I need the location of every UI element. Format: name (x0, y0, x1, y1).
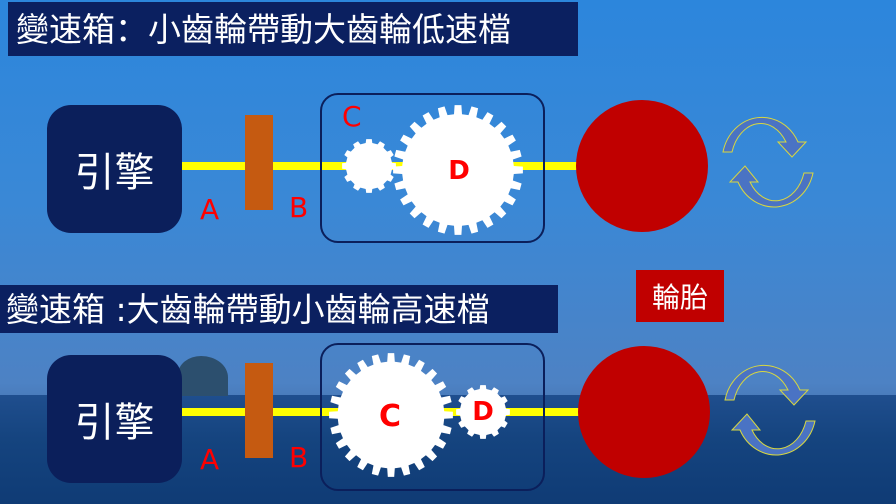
tire-label: 輪胎 (636, 270, 724, 322)
bottom-label-d: D (472, 397, 494, 427)
top-gear-c (342, 139, 396, 193)
rotation-arrow-icon (730, 413, 816, 456)
top-label-a: A (200, 193, 220, 226)
bottom-gearbox-frame (320, 343, 545, 491)
top-clutch (245, 115, 273, 210)
island (178, 356, 228, 396)
top-label-d: D (448, 156, 470, 186)
top-gear-d (393, 105, 523, 235)
bottom-engine-box: 引擎 (47, 355, 182, 483)
top-engine-box: 引擎 (47, 105, 182, 233)
bottom-wheel (578, 346, 710, 478)
top-title: 變速箱：小齒輪帶動大齒輪低速檔 (8, 2, 578, 56)
bottom-label-b: B (289, 441, 309, 474)
top-wheel (576, 100, 708, 232)
rotation-arrow-icon (724, 364, 810, 406)
top-label-c: C (342, 100, 362, 133)
bottom-rotation-arrows (724, 364, 816, 456)
rotation-arrow-icon (722, 116, 808, 158)
bottom-label-a: A (200, 443, 220, 476)
top-gearbox-frame (320, 93, 545, 243)
top-label-b: B (289, 191, 309, 224)
bottom-title: 變速箱 :大齒輪帶動小齒輪高速檔 (0, 285, 558, 333)
bottom-clutch (245, 363, 273, 458)
top-rotation-arrows (722, 116, 814, 208)
bottom-gear-d (456, 385, 510, 439)
bottom-label-c: C (378, 399, 402, 434)
bottom-gear-c (329, 353, 453, 477)
rotation-arrow-icon (728, 165, 814, 208)
